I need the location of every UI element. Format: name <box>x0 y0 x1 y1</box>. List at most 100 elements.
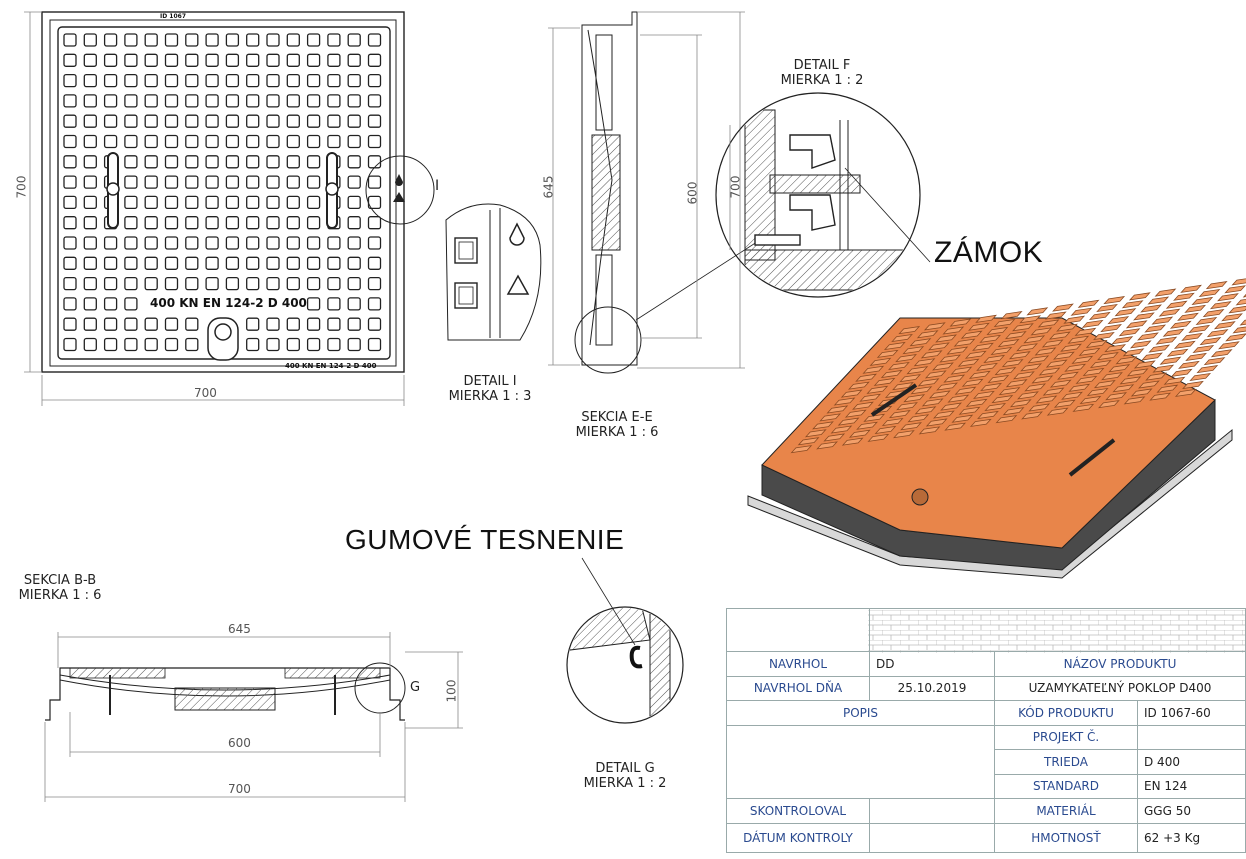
iso-lug <box>1002 407 1025 416</box>
iso-lug <box>942 326 965 335</box>
iso-lug <box>1162 328 1185 337</box>
iso-lug <box>925 418 948 427</box>
iso-lug <box>1206 329 1229 338</box>
lug-square <box>103 256 118 270</box>
detail-f-drawing <box>715 92 931 298</box>
lug-square <box>63 33 77 47</box>
iso-lug <box>1122 348 1145 357</box>
iso-lug <box>837 417 860 426</box>
lug-square <box>306 33 321 47</box>
lug-square <box>286 195 300 210</box>
iso-lug <box>986 326 1009 336</box>
detail-g-title-text: DETAIL G <box>595 761 655 776</box>
lug-square <box>327 337 341 352</box>
lug-square <box>83 33 97 47</box>
lug-square <box>347 337 361 352</box>
iso-lug <box>914 406 937 415</box>
lug-square <box>185 94 199 108</box>
iso-lug <box>944 422 967 431</box>
lug-square <box>367 337 382 352</box>
iso-lug <box>1004 331 1027 340</box>
iso-lug <box>1181 332 1203 341</box>
section-bb-mid-dim: 600 <box>228 736 251 750</box>
detail-g-title: DETAIL G MIERKA 1 : 2 <box>575 761 675 791</box>
iso-lug <box>1013 371 1035 380</box>
iso-lug <box>1163 376 1186 385</box>
zamok-callout: ZÁMOK <box>934 236 1044 269</box>
lug-square <box>164 94 179 108</box>
iso-lug <box>1115 356 1138 365</box>
iso-lug <box>1177 312 1199 321</box>
iso-lug <box>954 386 977 395</box>
lug-square <box>164 256 179 270</box>
top-view <box>24 11 435 406</box>
iso-lug <box>840 389 863 398</box>
lug-square <box>266 337 280 352</box>
iso-lug <box>1196 365 1219 374</box>
iso-lug <box>1078 347 1101 356</box>
lug-square <box>306 134 321 149</box>
lug-square <box>347 33 361 47</box>
iso-lug <box>946 346 969 355</box>
iso-lug <box>1100 324 1122 333</box>
lug-square <box>327 236 341 250</box>
lug-square <box>367 276 382 291</box>
iso-lug <box>1049 379 1072 388</box>
lug-square <box>327 317 341 331</box>
iso-lug <box>1105 392 1127 401</box>
iso-lug <box>1173 340 1196 349</box>
iso-lug <box>1093 380 1116 389</box>
iso-lug <box>1021 411 1043 420</box>
iso-lug <box>949 318 972 327</box>
iso-lug <box>1097 352 1119 361</box>
iso-lug <box>896 402 918 411</box>
iso-lug <box>1191 296 1214 306</box>
lug-square <box>63 256 77 270</box>
iso-lug <box>969 418 992 427</box>
lug-square <box>246 216 260 230</box>
iso-lug <box>790 445 813 454</box>
iso-lug <box>983 354 1006 364</box>
lug-square <box>144 195 158 210</box>
iso-lug <box>1133 360 1156 369</box>
lug-square <box>83 73 97 88</box>
lug-square <box>83 276 97 291</box>
detail-f-scale: MIERKA 1 : 2 <box>780 73 864 88</box>
lug-square <box>266 317 280 331</box>
iso-lug <box>991 395 1014 404</box>
lug-square <box>327 53 341 67</box>
lug-square <box>367 53 382 67</box>
lug-square <box>306 94 321 108</box>
lug-square <box>63 195 77 210</box>
lug-square <box>63 73 77 88</box>
top-view-grid <box>63 33 382 352</box>
iso-lug <box>797 437 820 446</box>
iso-lug <box>1188 324 1211 334</box>
iso-lug <box>917 378 940 387</box>
iso-lug <box>1125 320 1148 329</box>
hmotnost-value: 62 +3 Kg <box>1137 822 1246 853</box>
lug-square <box>286 276 300 291</box>
iso-lug <box>1028 403 1051 412</box>
lug-square <box>205 53 219 67</box>
lug-square <box>306 236 321 250</box>
iso-lug <box>848 381 870 390</box>
section-ee-drawing <box>548 11 761 374</box>
skontroloval-label: SKONTROLOVAL <box>726 798 870 824</box>
lug-square <box>124 236 138 250</box>
iso-lug <box>1060 343 1082 352</box>
lug-square <box>164 33 179 47</box>
lug-square <box>164 337 179 352</box>
iso-lug <box>943 374 966 383</box>
lug-square <box>266 195 280 210</box>
lug-square <box>185 195 199 210</box>
lug-square <box>266 276 280 291</box>
lug-square <box>367 216 382 230</box>
section-ee-scale: MIERKA 1 : 6 <box>575 425 659 440</box>
lug-square <box>327 33 341 47</box>
projekt-value <box>1137 724 1246 750</box>
lug-square <box>124 337 138 352</box>
lug-square <box>347 236 361 250</box>
lug-square <box>225 73 240 88</box>
iso-lug <box>891 333 913 343</box>
